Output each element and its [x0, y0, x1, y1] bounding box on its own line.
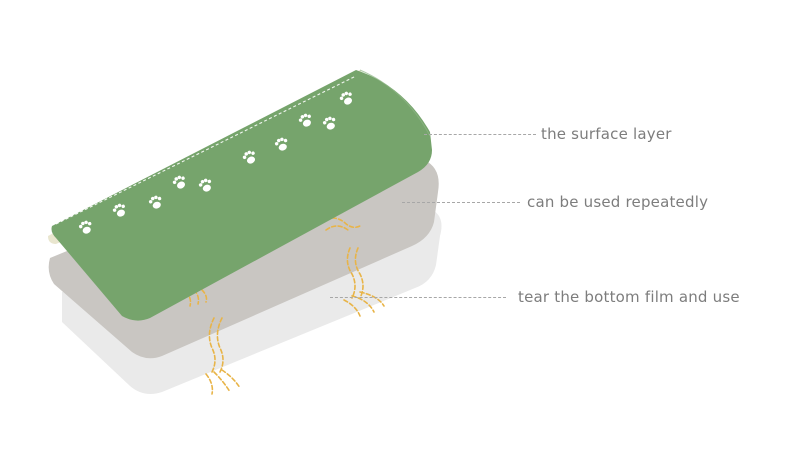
surface-layer	[48, 69, 432, 321]
bottom-film-leader-line	[330, 297, 506, 298]
surface-layer-label: the surface layer	[541, 125, 672, 143]
reusable-leader-line	[402, 202, 520, 203]
reusable-label: can be used repeatedly	[527, 193, 709, 211]
heat-lines	[185, 217, 385, 395]
surface-layer-leader-line	[424, 134, 536, 135]
bottom-film-label: tear the bottom film and use	[518, 288, 740, 306]
